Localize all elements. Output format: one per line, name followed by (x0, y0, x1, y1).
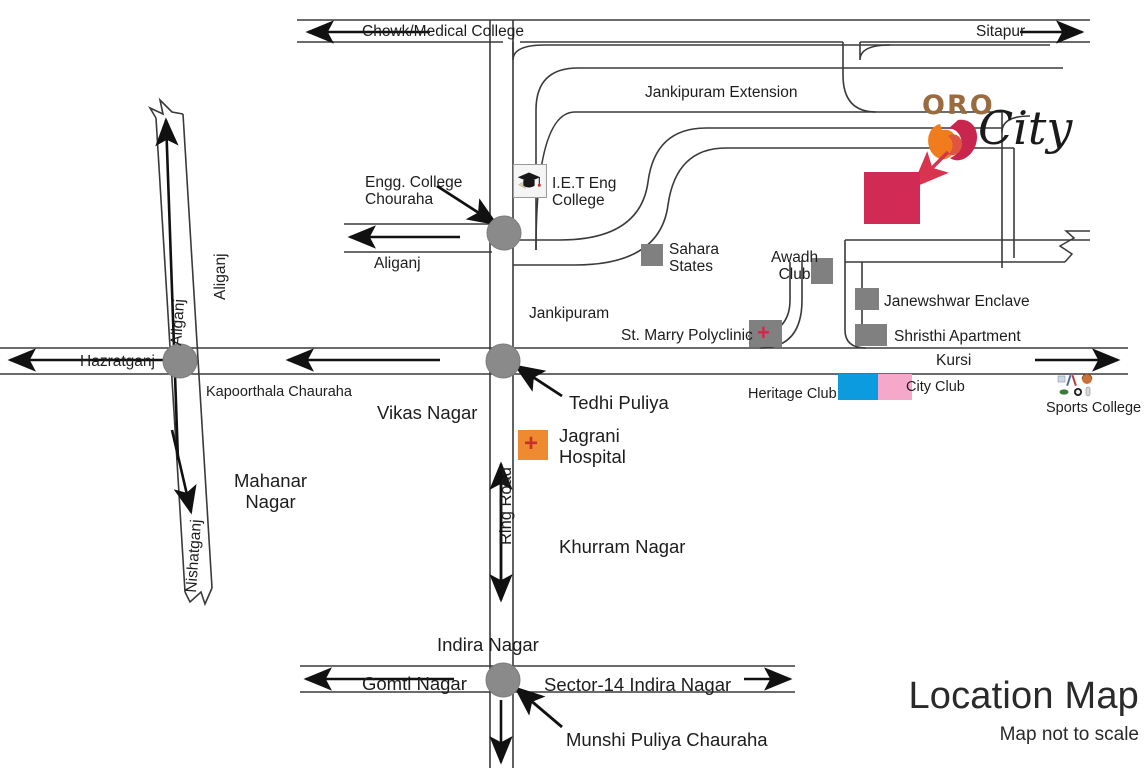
label-tedhi-puliya: Tedhi Puliya (569, 392, 669, 413)
sahara-states-swatch (641, 244, 663, 266)
direction-arrows (7, 20, 1121, 765)
label-aliganj-road: Aliganj (168, 298, 189, 347)
label-sitapur: Sitapur (976, 23, 1026, 40)
awadh-club-swatch (811, 258, 833, 284)
red-cross-icon: + (524, 430, 539, 457)
logo-oro-text: ORO (922, 90, 995, 121)
label-sector-14-indira-nagar: Sector-14 Indira Nagar (544, 674, 732, 695)
oro-swoosh-icon (928, 119, 978, 161)
junction-kapoorthala (162, 343, 198, 379)
st-marry-polyclinic-swatch (749, 320, 782, 347)
junction-munshi-puliya (485, 662, 521, 698)
label-shristhi-apartment: Shristhi Apartment (894, 328, 1021, 345)
oro-city-plot (864, 172, 920, 224)
label-vikas-nagar: Vikas Nagar (377, 402, 478, 423)
junction-engg-college (486, 215, 522, 251)
label-jankipuram: Jankipuram (529, 305, 610, 322)
label-gomti-nagar: Gomti Nagar (362, 673, 467, 694)
callout-leaders (436, 184, 563, 729)
jagrani-hospital-swatch (518, 430, 548, 460)
label-munshi-puliya-chauraha: Munshi Puliya Chauraha (566, 729, 768, 750)
logo-city-text: City (978, 101, 1073, 155)
label-ring-road: Ring Road (497, 467, 515, 545)
label-heritage-club: Heritage Club (748, 386, 837, 402)
label-khurram-nagar: Khurram Nagar (559, 536, 686, 557)
sports-equipment-icon (1056, 373, 1096, 399)
label-aliganj-area: Aliganj (212, 253, 229, 300)
title-block: Location Map Map not to scale (908, 675, 1139, 746)
logo-city-wrap: City (978, 101, 1073, 155)
junction-nodes (162, 215, 522, 698)
label-st-marry-polyclinic: St. Marry Polyclinic (621, 327, 753, 344)
junction-tedhi-puliya (485, 343, 521, 379)
janewshwar-enclave-swatch (855, 288, 879, 310)
label-chowk-medical-college: Chowk/Medical College (362, 23, 524, 40)
label-hazratganj: Hazratganj (80, 353, 155, 370)
label-janewshwar-enclave: Janewshwar Enclave (884, 293, 1030, 310)
label-jankipuram-extension: Jankipuram Extension (645, 84, 798, 101)
red-cross-icon: + (757, 320, 770, 345)
label-indira-nagar: Indira Nagar (437, 634, 539, 655)
label-aliganj-branch: Aliganj (374, 255, 421, 272)
map-scale-note: Map not to scale (999, 724, 1139, 745)
oro-city-logo: ORO (922, 90, 995, 121)
city-club-swatch (878, 374, 912, 400)
label-city-club: City Club (906, 379, 965, 395)
label-sports-college: Sports College (1046, 400, 1142, 416)
page-title: Location Map (908, 675, 1139, 717)
label-kapoorthala-chauraha: Kapoorthala Chauraha (206, 384, 352, 400)
heritage-club-swatch (838, 374, 878, 400)
label-kursi: Kursi (936, 352, 972, 369)
shristhi-apartment-swatch (855, 324, 887, 346)
graduation-cap-icon (513, 164, 547, 198)
